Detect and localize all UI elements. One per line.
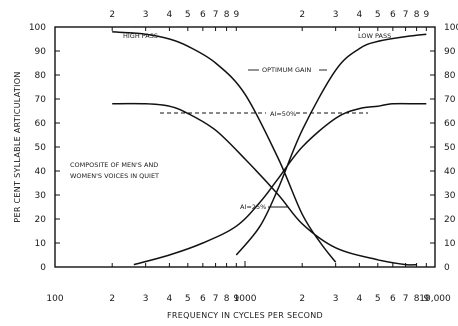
x-tick-label-bottom: 7	[213, 294, 219, 304]
y-axis-title: PER CENT SYLLABLE ARTICULATION	[13, 71, 22, 222]
y-tick-label-right: 20	[444, 215, 456, 225]
y-tick-label-left: 20	[35, 215, 47, 225]
composite-note-line1: COMPOSITE OF MEN'S AND	[70, 161, 158, 169]
y-tick-label-left: 90	[35, 47, 47, 57]
axis-ticks	[54, 26, 436, 268]
series-low-pass-ai25	[133, 102, 427, 266]
high-pass-label: HIGH PASS	[123, 32, 158, 40]
x-tick-label-bottom: 4	[167, 294, 173, 304]
labels-layer: 0 0 10 10 20 20 30 30 40 40 50 50 60 60 70 70 80 80 90 90 10…	[29, 10, 458, 304]
x-tick-label-bottom: 5	[185, 294, 191, 304]
x-tick-label-top: 7	[213, 10, 219, 20]
composite-note-line2: WOMEN'S VOICES IN QUIET	[70, 172, 159, 180]
x-tick-label-top: 7	[403, 10, 409, 20]
x-tick-label-bottom: 9	[423, 294, 429, 304]
x-tick-label-bottom: 10,000	[419, 294, 451, 304]
ai25-label: AI=25%	[240, 203, 266, 211]
y-tick-label-left: 50	[35, 143, 47, 153]
low-pass-label: LOW PASS	[358, 32, 391, 40]
y-tick-label-right: 30	[444, 191, 456, 201]
x-tick-label-top: 9	[423, 10, 429, 20]
x-tick-label-bottom: 7	[403, 294, 409, 304]
x-tick-label-top: 9	[233, 10, 239, 20]
y-tick-label-left: 40	[35, 167, 47, 177]
y-tick-label-left: 10	[35, 239, 47, 249]
y-tick-label-left: 70	[35, 95, 47, 105]
x-tick-label-bottom: 2	[109, 294, 115, 304]
x-tick-label-bottom: 5	[375, 294, 381, 304]
y-tick-label-left: 60	[35, 119, 47, 129]
x-tick-label-bottom: 9	[233, 294, 239, 304]
series-high-pass-optimum	[112, 31, 337, 263]
x-tick-label-top: 8	[224, 10, 230, 20]
x-tick-label-top: 2	[299, 10, 305, 20]
y-tick-label-right: 80	[444, 71, 456, 81]
y-tick-label-right: 40	[444, 167, 456, 177]
x-tick-label-top: 6	[390, 10, 396, 20]
x-tick-label-bottom: 8	[224, 294, 230, 304]
y-tick-label-right: 0	[444, 263, 450, 273]
y-tick-label-left: 30	[35, 191, 47, 201]
x-tick-label-top: 6	[200, 10, 206, 20]
x-tick-label-bottom: 3	[143, 294, 149, 304]
x-tick-label-top: 2	[109, 10, 115, 20]
x-tick-label-bottom: 1000	[234, 294, 257, 304]
ai50-label: AI=50%	[270, 110, 296, 118]
series-layer	[112, 31, 427, 266]
y-tick-label-right: 70	[444, 95, 456, 105]
series-high-pass-ai50	[112, 102, 417, 266]
series-low-pass-optimum	[235, 33, 427, 256]
y-tick-label-right: 60	[444, 119, 456, 129]
x-tick-label-top: 3	[333, 10, 339, 20]
y-tick-label-left: 80	[35, 71, 47, 81]
plot-frame	[54, 26, 436, 268]
x-tick-label-top: 4	[167, 10, 173, 20]
x-axis-title: FREQUENCY IN CYCLES PER SECOND	[167, 311, 323, 320]
x-tick-label-bottom: 4	[357, 294, 363, 304]
x-tick-label-bottom: 3	[333, 294, 339, 304]
x-tick-label-top: 4	[357, 10, 363, 20]
x-tick-label-top: 5	[375, 10, 381, 20]
x-tick-label-bottom: 8	[414, 294, 420, 304]
x-tick-label-top: 8	[414, 10, 420, 20]
x-tick-label-bottom: 100	[46, 294, 63, 304]
x-tick-label-top: 3	[143, 10, 149, 20]
x-tick-label-bottom: 6	[200, 294, 206, 304]
y-tick-label-right: 10	[444, 239, 456, 249]
y-tick-label-right: 90	[444, 47, 456, 57]
y-tick-label-right: 50	[444, 143, 456, 153]
y-tick-label-right: 100	[444, 23, 458, 33]
x-tick-label-bottom: 6	[390, 294, 396, 304]
y-tick-label-left: 100	[29, 23, 46, 33]
x-tick-label-top: 5	[185, 10, 191, 20]
y-tick-label-left: 0	[40, 263, 46, 273]
optimum-gain-label: OPTIMUM GAIN	[262, 66, 311, 74]
x-tick-label-bottom: 2	[299, 294, 305, 304]
